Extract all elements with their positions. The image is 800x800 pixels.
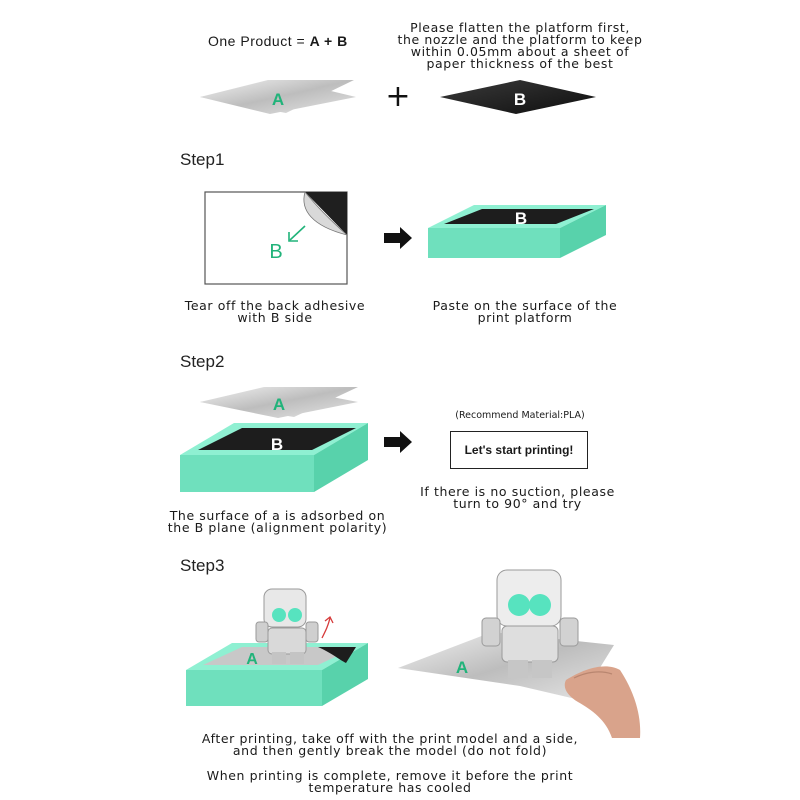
hand-image [564, 666, 641, 738]
mint-tray-front [428, 228, 560, 258]
caption-line: temperature has cooled [308, 780, 472, 795]
b-side-letter: B [269, 241, 282, 263]
peel-flap [303, 191, 348, 236]
lift-arrow-icon [321, 615, 334, 639]
flatten-note-line: the nozzle and the platform to keep [397, 32, 643, 47]
mint-tray-front [180, 455, 314, 492]
sheet-a-letter: A [456, 658, 468, 677]
sheet-b [440, 80, 596, 114]
flatten-note-line: within 0.05mm about a sheet of [410, 44, 630, 59]
plate-a-letter: A [246, 651, 258, 668]
caption-line: After printing, take off with the print … [201, 731, 579, 746]
flatten-note: Please flatten the platform first, the n… [380, 20, 660, 71]
sheet-a [200, 80, 356, 114]
robot-model-large [481, 569, 579, 678]
caption-line: When printing is complete, remove it bef… [206, 768, 574, 783]
right-arrow-icon [384, 431, 412, 453]
step1-title: Step1 [180, 150, 225, 169]
step1-left-caption: Tear off the back adhesive with B side [160, 298, 390, 325]
black-plate [198, 428, 356, 450]
step2-title: Step2 [180, 352, 225, 371]
mint-tray-side [314, 423, 368, 492]
caption-line: Tear off the back adhesive [184, 298, 366, 313]
sheet-a-letter: A [272, 90, 284, 109]
plate-b-letter: B [515, 209, 527, 228]
step2-right-caption: If there is no suction, please turn to 9… [405, 484, 630, 511]
one-product-line: One Product = A + B [208, 33, 348, 49]
caption-line: the B plane (alignment polarity) [167, 520, 388, 535]
one-product-prefix: One Product = [208, 33, 310, 49]
product-sheets-illustration: A + B [200, 79, 596, 114]
mint-tray-front [186, 670, 322, 706]
step2-left-caption: The surface of a is adsorbed on the B pl… [155, 508, 400, 535]
start-printing-button[interactable]: Let's start printing! [450, 431, 588, 469]
black-plate [444, 209, 594, 224]
silver-sheet [398, 632, 614, 700]
step3-caption-1: After printing, take off with the print … [180, 731, 600, 758]
pointer-arrow [288, 225, 306, 242]
black-backing-corner [305, 192, 347, 235]
sheet-a-letter: A [273, 395, 285, 414]
caption-line: print platform [477, 310, 573, 325]
recommend-material: (Recommend Material:PLA) [455, 410, 585, 421]
caption-line: Paste on the surface of the [432, 298, 618, 313]
plate-b-letter: B [271, 435, 283, 454]
peeling-corner [318, 647, 356, 663]
plus-sign: + [385, 79, 410, 114]
sheet-a [200, 387, 358, 418]
caption-line: turn to 90° and try [453, 496, 582, 511]
caption-line: and then gently break the model (do not … [232, 743, 548, 758]
caption-line: with B side [237, 310, 313, 325]
step3-title: Step3 [180, 556, 225, 575]
sheet-b-letter: B [514, 90, 526, 109]
step3-illustration: A A [186, 569, 641, 738]
caption-line: If there is no suction, please [420, 484, 615, 499]
step2-illustration: A B [180, 387, 412, 492]
one-product-formula: A + B [309, 33, 348, 49]
flatten-note-line: Please flatten the platform first, [410, 20, 630, 35]
mint-tray-side [560, 205, 606, 258]
start-printing-label: Let's start printing! [464, 443, 574, 457]
mint-tray-side [322, 643, 368, 706]
step1-illustration: B B [204, 191, 606, 285]
caption-line: The surface of a is adsorbed on [169, 508, 386, 523]
flatten-note-line: paper thickness of the best [426, 56, 614, 71]
step1-right-caption: Paste on the surface of the print platfo… [405, 298, 645, 325]
robot-model-small [255, 588, 319, 664]
step3-caption-2: When printing is complete, remove it bef… [180, 768, 600, 795]
right-arrow-icon [384, 227, 412, 249]
